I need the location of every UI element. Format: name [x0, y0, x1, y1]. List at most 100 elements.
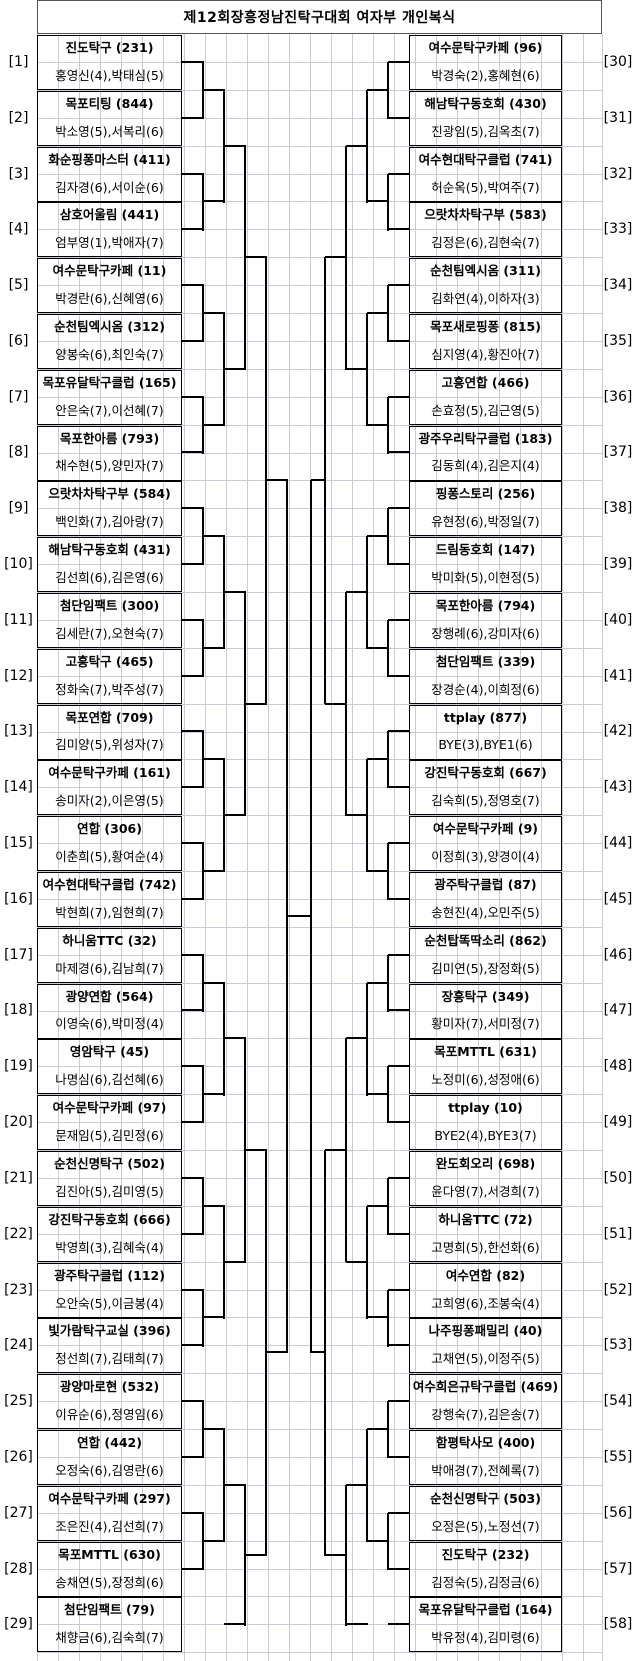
- bracket-line: [388, 619, 410, 621]
- bracket-line: [346, 1037, 368, 1039]
- bracket-line: [388, 898, 410, 900]
- player-pair: 심지영(4),황진아(7): [431, 347, 540, 362]
- team-name: 나주핑퐁패밀리 (40): [428, 1323, 543, 1338]
- team-name: 해남탁구동호회 (430): [424, 96, 547, 111]
- grid-line: [184, 34, 185, 1661]
- seed-number: [40]: [603, 612, 633, 628]
- seed-number: [22]: [4, 1226, 33, 1242]
- bracket-line: [367, 870, 389, 872]
- grid-line: [37, 1234, 602, 1235]
- team-name: 여수문탁구카페 (9): [433, 821, 538, 836]
- grid-line: [37, 1262, 602, 1263]
- grid-line: [37, 1122, 602, 1123]
- team-name: 연합 (306): [77, 821, 142, 836]
- grid-line: [373, 34, 374, 1661]
- grid-line: [37, 201, 602, 202]
- seed-number: [38]: [603, 500, 633, 516]
- bracket-line: [387, 1290, 389, 1347]
- bracket-line: [182, 842, 204, 844]
- team-name: 해남탁구동호회 (431): [48, 542, 171, 557]
- player-pair: 마제경(6),김남희(7): [55, 961, 164, 976]
- grid-line: [37, 1011, 602, 1012]
- seed-number: [1]: [8, 54, 29, 70]
- grid-line: [37, 564, 602, 565]
- grid-line: [562, 34, 563, 1661]
- seed-number: [42]: [603, 723, 633, 739]
- grid-line: [541, 34, 542, 1661]
- bracket-line: [367, 535, 389, 537]
- bracket-line: [182, 563, 204, 565]
- player-pair: 김진아(5),김미영(5): [55, 1184, 164, 1199]
- seed-number: [8]: [8, 444, 29, 460]
- seed-number: [13]: [4, 723, 33, 739]
- team-name: 진도탁구 (232): [441, 1547, 530, 1562]
- team-name: 순천팀엑시옴 (312): [54, 319, 165, 334]
- player-pair: 강행숙(7),김은송(7): [431, 1407, 540, 1422]
- bracket-line: [182, 786, 204, 788]
- bracket-line: [367, 1540, 389, 1542]
- bracket-line: [182, 675, 204, 677]
- player-pair: 김정은(6),김현숙(7): [431, 235, 540, 250]
- bracket-line: [182, 1009, 204, 1011]
- bracket-line: [224, 591, 246, 593]
- bracket-line: [346, 591, 368, 593]
- seed-number: [49]: [603, 1114, 633, 1130]
- bracket-line: [182, 954, 204, 956]
- seed-number: [55]: [603, 1449, 633, 1465]
- seed-number: [10]: [4, 556, 33, 572]
- bracket-line: [245, 703, 267, 705]
- team-name: 고흥연합 (466): [441, 375, 530, 390]
- grid-line: [37, 453, 602, 454]
- seed-number: [44]: [603, 835, 633, 851]
- team-name: 광양연합 (564): [65, 989, 154, 1004]
- grid-line: [37, 648, 602, 649]
- player-pair: 엄부영(1),박애자(7): [55, 235, 164, 250]
- grid-line: [37, 1401, 602, 1402]
- bracket-line: [223, 983, 225, 1096]
- seed-number: [58]: [603, 1616, 633, 1632]
- bracket-line: [366, 983, 368, 1096]
- player-pair: 진광임(5),김옥초(7): [431, 124, 540, 139]
- seed-number: [19]: [4, 1058, 33, 1074]
- bracket-line: [245, 256, 267, 258]
- team-name: 하니움TTC (72): [438, 1212, 533, 1227]
- team-name: 여수희은규탁구클럽 (469): [412, 1379, 559, 1394]
- bracket-line: [203, 1205, 225, 1207]
- bracket-line: [203, 870, 225, 872]
- bracket-line: [388, 1623, 410, 1625]
- team-name: 순천신명탁구 (502): [54, 1156, 165, 1171]
- bracket-line: [203, 758, 225, 760]
- seed-number: [16]: [4, 891, 33, 907]
- bracket-line: [388, 340, 410, 342]
- grid-line: [37, 871, 602, 872]
- grid-line: [79, 34, 80, 1661]
- player-pair: 이정희(3),양경이(4): [431, 849, 540, 864]
- grid-line: [37, 1150, 602, 1151]
- grid-line: [268, 34, 269, 1661]
- bracket-line: [182, 117, 204, 119]
- player-pair: 김미양(5),위성자(7): [55, 737, 164, 752]
- bracket-line: [388, 563, 410, 565]
- player-pair: 박현희(7),임현희(7): [55, 905, 164, 920]
- bracket-line: [182, 451, 204, 453]
- grid-line: [37, 1513, 602, 1514]
- grid-line: [37, 118, 602, 119]
- bracket-line: [367, 1316, 389, 1318]
- bracket-line: [388, 1344, 410, 1346]
- bracket-line: [202, 1290, 204, 1347]
- team-name: 드림동호회 (147): [435, 542, 536, 557]
- team-name: 순천탑똑딱소리 (862): [424, 933, 547, 948]
- team-name: 첨단임팩트 (79): [64, 1602, 155, 1617]
- grid-line: [478, 34, 479, 1661]
- grid-line: [37, 1317, 602, 1318]
- grid-line: [37, 1290, 602, 1291]
- grid-line: [205, 34, 206, 1661]
- bracket-line: [325, 256, 347, 258]
- seed-number: [45]: [603, 891, 633, 907]
- player-pair: 송현진(4),오민주(5): [431, 905, 540, 920]
- seed-number: [4]: [8, 221, 29, 237]
- bracket-line: [367, 1205, 389, 1207]
- bracket-line: [388, 1456, 410, 1458]
- team-name: 순천신명탁구 (503): [430, 1491, 541, 1506]
- bracket-line: [182, 1233, 204, 1235]
